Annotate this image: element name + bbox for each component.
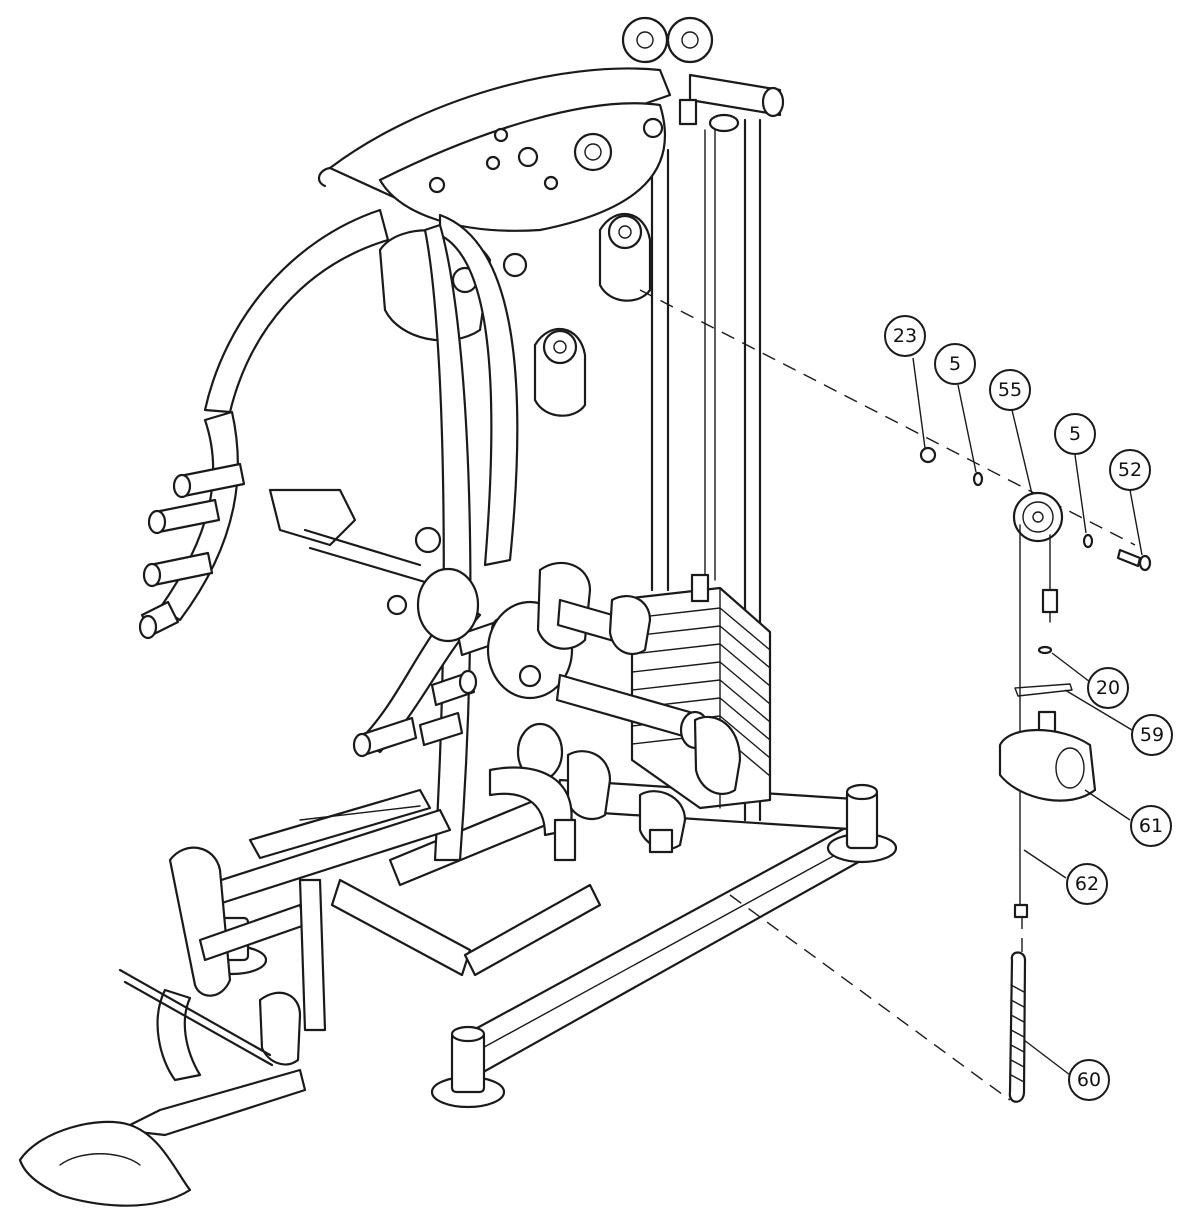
callout-55-label: 55 <box>998 379 1022 401</box>
callout-55: 55 <box>989 369 1031 411</box>
callout-5b-label: 5 <box>1069 423 1081 445</box>
callout-23-label: 23 <box>893 325 917 347</box>
nut-23 <box>919 446 937 464</box>
tower-pulleys <box>268 212 652 584</box>
left-grips <box>138 462 246 640</box>
callout-5a: 5 <box>934 343 976 385</box>
callout-52-label: 52 <box>1118 459 1142 481</box>
callout-5a-label: 5 <box>949 353 961 375</box>
cable-end <box>1041 588 1059 614</box>
callout-61-label: 61 <box>1139 815 1163 837</box>
callout-59: 59 <box>1131 714 1173 756</box>
callout-62: 62 <box>1066 863 1108 905</box>
bolt-52 <box>1116 548 1142 568</box>
bracket-61 <box>998 729 1097 802</box>
chain-60 <box>1008 951 1027 1103</box>
callout-52: 52 <box>1109 449 1151 491</box>
callout-60-label: 60 <box>1077 1069 1101 1091</box>
mid-station <box>488 561 742 862</box>
cable-62-end <box>1013 903 1029 919</box>
weight-stack <box>630 73 785 822</box>
press-arms <box>138 208 574 862</box>
washer-20 <box>1037 645 1053 655</box>
washer-5a <box>972 471 984 487</box>
clip-59 <box>1014 683 1073 697</box>
base-frame <box>196 778 898 1109</box>
callout-60: 60 <box>1068 1059 1110 1101</box>
callout-5b: 5 <box>1054 413 1096 455</box>
callout-59-label: 59 <box>1140 724 1164 746</box>
callout-23: 23 <box>884 315 926 357</box>
exploded-parts <box>639 289 1152 1103</box>
callout-62-label: 62 <box>1075 873 1099 895</box>
callout-20-label: 20 <box>1096 677 1120 699</box>
callout-20: 20 <box>1087 667 1129 709</box>
pulley-55 <box>1012 491 1064 543</box>
top-boom <box>317 16 714 232</box>
leg-developer <box>18 788 452 1207</box>
washer-5b <box>1082 533 1094 549</box>
right-grips <box>352 617 510 758</box>
callout-61: 61 <box>1130 805 1172 847</box>
